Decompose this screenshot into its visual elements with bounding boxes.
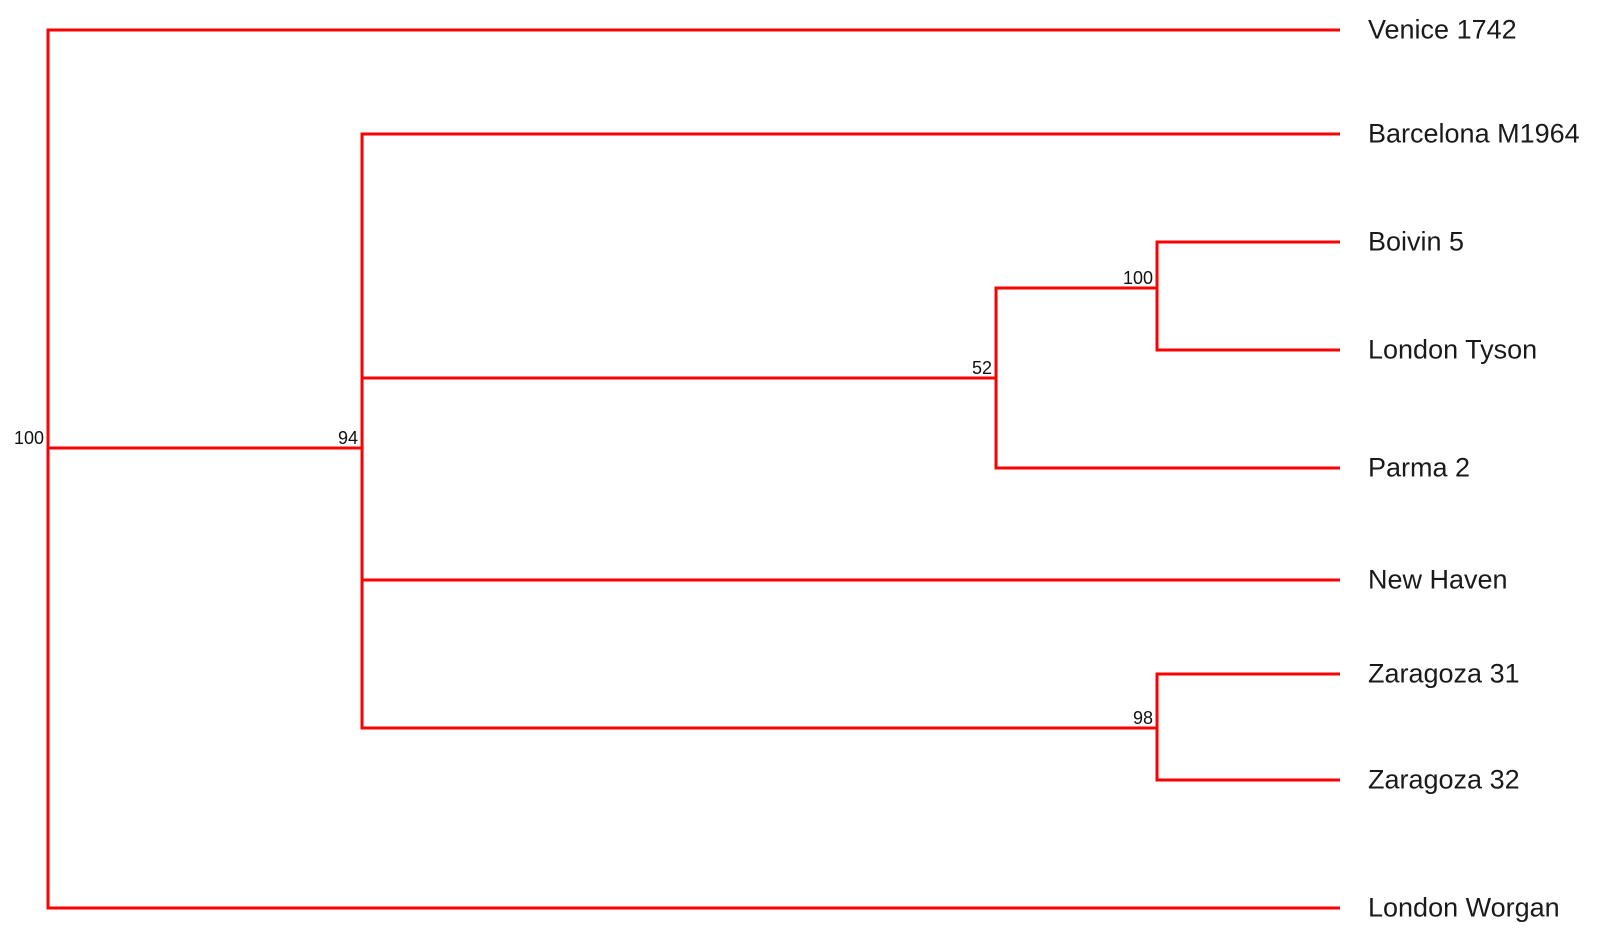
tip-label-london-worgan: London Worgan [1368, 892, 1560, 923]
support-label-clade-52: 52 [971, 358, 992, 378]
tip-label-parma-2: Parma 2 [1368, 452, 1471, 483]
tip-label-barcelona-m1964: Barcelona M1964 [1368, 118, 1580, 149]
support-label-clade-98: 98 [1132, 708, 1153, 728]
tip-label-zaragoza-32: Zaragoza 32 [1368, 764, 1520, 795]
tip-label-london-tyson: London Tyson [1368, 334, 1538, 365]
tip-label-venice-1742: Venice 1742 [1368, 14, 1517, 45]
support-label-clade-100: 100 [1122, 268, 1153, 288]
tip-label-new-haven: New Haven [1368, 564, 1508, 595]
tip-label-zaragoza-31: Zaragoza 31 [1368, 658, 1520, 689]
support-label-root: 100 [13, 428, 44, 448]
tip-label-boivin-5: Boivin 5 [1368, 226, 1465, 257]
support-label-clade-94: 94 [337, 428, 358, 448]
